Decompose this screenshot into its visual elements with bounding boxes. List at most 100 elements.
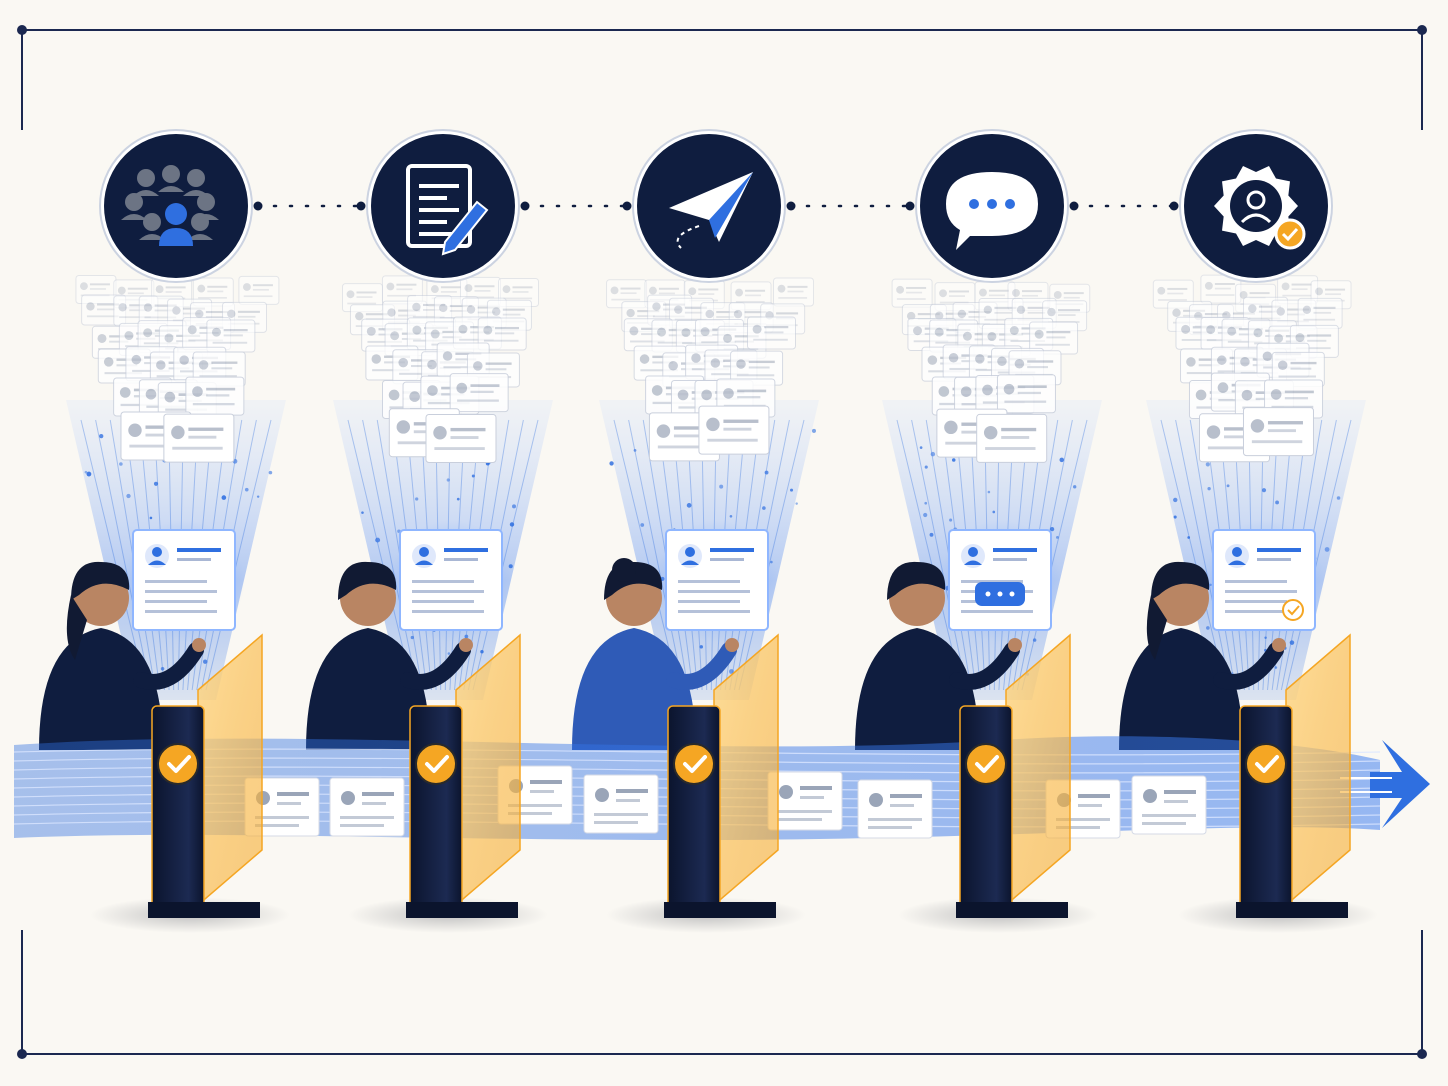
avatar-icon: [131, 354, 142, 365]
beam-particle: [1059, 457, 1064, 463]
candidate-card: [698, 405, 770, 455]
beam-particle: [795, 502, 798, 505]
avatar-icon: [1248, 304, 1257, 313]
avatar-icon: [656, 424, 671, 438]
beam-particle: [415, 497, 419, 501]
candidate-card: [425, 413, 497, 463]
avatar-icon: [195, 309, 204, 319]
selected-profile-card: [390, 520, 512, 642]
avatar-icon: [341, 791, 355, 805]
avatar-icon: [723, 388, 734, 399]
avatar-icon: [172, 306, 181, 315]
avatar-icon: [649, 286, 657, 295]
avatar-icon: [677, 389, 689, 401]
checkpoint-gate-5: [1178, 633, 1378, 933]
avatar-icon: [979, 288, 987, 297]
avatar-icon: [1157, 286, 1166, 295]
avatar-icon: [1302, 305, 1312, 315]
gate-pillar: [151, 705, 205, 915]
beam-particle: [992, 510, 996, 514]
beam-particle: [929, 532, 934, 537]
approved-person-gear-icon: [1214, 166, 1306, 250]
avatar-icon: [433, 426, 447, 440]
beam-stream: [80, 419, 147, 691]
avatar-icon: [197, 284, 206, 293]
avatar-icon: [668, 361, 678, 371]
beam-particle: [1073, 485, 1077, 489]
avatar-icon: [156, 360, 166, 370]
avatar-icon: [427, 359, 437, 370]
beam-stream: [613, 419, 680, 691]
reviewer-hair: [71, 561, 130, 600]
avatar-icon: [1195, 389, 1207, 401]
candidate-card-pile: [1152, 274, 1352, 463]
beam-particle: [375, 537, 381, 543]
beam-particle: [951, 458, 956, 462]
reviewer-arm: [133, 642, 204, 690]
candidate-card: [185, 376, 245, 416]
reviewer-body: [855, 628, 979, 750]
connector-dot: [622, 201, 632, 211]
gate-pillar: [959, 705, 1013, 915]
avatar-icon: [117, 286, 126, 295]
beam-particle: [640, 523, 645, 527]
beam-particle: [987, 490, 991, 494]
avatar-icon: [371, 354, 382, 364]
checkmark-icon: [1245, 743, 1287, 785]
avatar-icon: [652, 302, 661, 311]
avatar-icon: [983, 305, 993, 315]
checkmark-icon: [415, 743, 457, 785]
connector-dot: [520, 201, 530, 211]
reviewer-hand: [1272, 638, 1286, 652]
avatar-icon: [1274, 333, 1284, 343]
beam-particle: [811, 428, 816, 433]
beam-particle: [149, 516, 153, 520]
avatar-icon: [1253, 328, 1263, 338]
avatar-icon: [1014, 358, 1025, 369]
avatar-icon: [736, 359, 746, 369]
avatar-icon: [227, 309, 236, 318]
avatar-icon: [464, 284, 473, 292]
reviewer-hair: [887, 561, 946, 600]
reviewer-arm: [666, 642, 737, 690]
connector-dot: [356, 201, 366, 211]
beam-particle: [919, 446, 923, 449]
gate-base: [148, 902, 260, 918]
avatar-icon: [1276, 307, 1285, 316]
avatar-icon: [179, 355, 189, 365]
candidate-card-pile: [341, 275, 540, 463]
avatar-icon: [198, 360, 209, 370]
beam-particle: [609, 461, 614, 466]
reviewer-body: [306, 628, 430, 750]
avatar-icon: [896, 285, 905, 294]
avatar-icon: [639, 354, 650, 364]
reviewer-hand: [459, 638, 473, 652]
avatar-icon: [938, 386, 950, 397]
candidate-card: [477, 317, 527, 351]
candidate-pool-icon: [121, 165, 219, 246]
pipeline-gates: [90, 633, 1378, 933]
avatar-icon: [427, 385, 438, 396]
candidate-card: [746, 316, 796, 350]
beam-particle: [1336, 496, 1341, 500]
beam-particle: [447, 652, 451, 655]
beam-particle: [268, 470, 273, 475]
avatar-icon: [387, 308, 396, 317]
avatar-icon: [1009, 326, 1019, 335]
beam-particle: [456, 497, 460, 501]
candidate-card: [976, 413, 1048, 463]
connector-dot: [786, 201, 796, 211]
avatar-icon: [705, 309, 714, 319]
avatar-icon: [492, 307, 501, 316]
avatar-icon: [145, 388, 157, 400]
gate-pillar: [409, 705, 463, 915]
beam-particle: [203, 659, 208, 664]
connector-dot: [1169, 201, 1179, 211]
avatar-icon: [473, 361, 483, 371]
beam-particle: [699, 645, 703, 649]
checkpoint-gate-1: [90, 633, 290, 933]
candidate-card: [238, 275, 280, 305]
avatar-icon: [688, 287, 697, 296]
candidate-card: [498, 278, 540, 308]
candidate-card-pile: [75, 275, 280, 463]
